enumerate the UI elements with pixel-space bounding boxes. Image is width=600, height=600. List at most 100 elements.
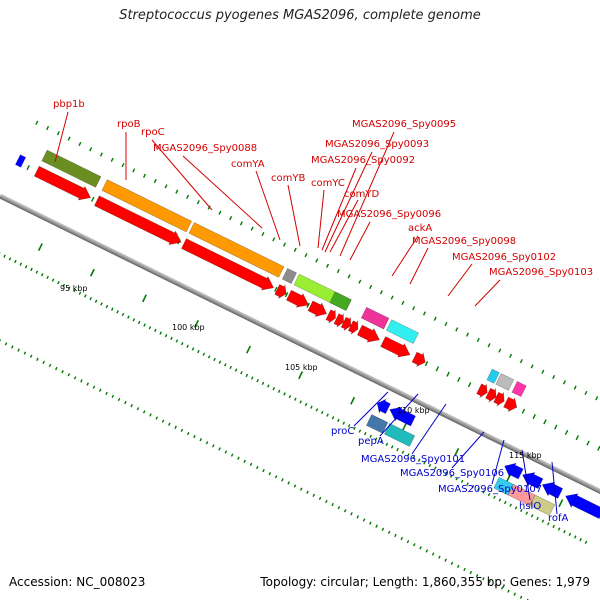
tick-mark <box>315 258 319 263</box>
major-tick <box>558 499 564 508</box>
tick-mark <box>175 339 179 343</box>
tick-mark <box>224 450 228 454</box>
tick-mark <box>250 376 254 380</box>
gene-label-proc[interactable]: proC <box>331 426 354 437</box>
tick-mark <box>487 492 491 497</box>
gene-label-hslo[interactable]: hslO <box>519 501 541 512</box>
tick-mark <box>331 416 335 420</box>
tick-mark <box>343 509 347 513</box>
gene-label-pbp1b[interactable]: pbp1b <box>53 99 85 110</box>
major-tick <box>298 371 304 380</box>
tick-mark <box>500 586 504 590</box>
tick-mark <box>488 580 491 584</box>
tick-mark <box>218 360 222 364</box>
tick-mark <box>23 351 27 355</box>
accession-text: Accession: NC_008023 <box>9 575 146 589</box>
tick-mark <box>89 147 93 152</box>
tick-mark <box>438 555 441 559</box>
cds-forward-spy0088 <box>274 283 287 300</box>
cds-forward-spy0103 <box>503 396 518 413</box>
gene-label-spy0106[interactable]: MGAS2096_Spy0106 <box>400 468 504 479</box>
leader-line-forward <box>474 279 501 307</box>
tick-mark <box>262 468 265 473</box>
gene-label-rofa[interactable]: rofA <box>548 513 569 524</box>
tick-mark <box>337 418 340 423</box>
tick-mark <box>148 326 152 330</box>
tick-mark <box>557 527 561 531</box>
gene-label-pepa[interactable]: pepA <box>358 436 384 447</box>
leader-line-forward <box>324 151 373 253</box>
tick-mark <box>46 125 50 131</box>
cog-box-spy0102 <box>486 368 500 384</box>
tick-mark <box>419 546 422 550</box>
tick-mark <box>584 540 588 544</box>
gene-label-spy0095[interactable]: MGAS2096_Spy0095 <box>352 119 456 130</box>
gene-label-acka[interactable]: ackA <box>408 223 432 234</box>
gene-label-rpoc[interactable]: rpoC <box>141 127 165 138</box>
tick-mark <box>380 439 383 444</box>
tick-mark <box>350 512 353 516</box>
scale-label-115: 115 kbp <box>509 451 542 460</box>
tick-mark <box>312 493 316 497</box>
gene-label-spy0093[interactable]: MGAS2096_Spy0093 <box>325 139 429 150</box>
tick-mark <box>347 274 351 279</box>
leader-line-reverse <box>379 393 419 437</box>
leader-line-forward <box>349 221 371 261</box>
tick-mark <box>482 490 486 494</box>
tick-mark <box>240 371 243 375</box>
gene-label-spy0107[interactable]: MGAS2096_Spy0107 <box>438 484 542 495</box>
tick-mark <box>347 424 351 428</box>
tick-mark <box>413 543 416 547</box>
tick-mark <box>229 215 233 221</box>
gene-label-comyd[interactable]: comYD <box>344 189 379 200</box>
cog-box-pbp1b <box>41 149 102 188</box>
tick-mark <box>530 364 534 369</box>
tick-mark <box>202 352 206 356</box>
gene-label-rpob[interactable]: rpoB <box>117 119 141 130</box>
tick-mark <box>268 472 272 476</box>
cds-forward-spy0098 <box>411 351 426 368</box>
gene-label-spy0088[interactable]: MGAS2096_Spy0088 <box>153 143 257 154</box>
leader-line-forward <box>339 131 395 257</box>
leader-line-forward <box>391 235 419 277</box>
tick-mark <box>89 296 93 301</box>
tick-mark <box>568 532 572 537</box>
gene-label-spy0102[interactable]: MGAS2096_Spy0102 <box>452 252 556 263</box>
tick-mark <box>161 419 165 423</box>
cog-box-spy0095 <box>360 306 390 330</box>
gene-label-comyc[interactable]: comYC <box>311 178 345 189</box>
tick-mark <box>78 141 82 147</box>
tick-mark <box>170 336 173 340</box>
tick-mark <box>250 226 254 231</box>
gene-label-spy0092[interactable]: MGAS2096_Spy0092 <box>311 155 415 166</box>
tick-mark <box>521 408 526 414</box>
gene-label-spy0103[interactable]: MGAS2096_Spy0103 <box>489 267 593 278</box>
tick-mark <box>369 284 373 290</box>
tick-mark <box>552 374 556 380</box>
tick-mark <box>396 447 399 452</box>
tick-mark <box>503 500 507 505</box>
tick-marks <box>0 120 600 600</box>
cog-box-acka <box>385 319 419 345</box>
tick-mark <box>80 379 83 383</box>
map-title: Streptococcus pyogenes MGAS2096, complet… <box>119 8 481 23</box>
tick-mark <box>159 331 163 335</box>
leader-line-forward <box>151 139 213 211</box>
tick-mark <box>498 348 502 353</box>
cds-forward-spy010x-1 <box>485 387 497 403</box>
tick-mark <box>91 196 95 202</box>
tick-mark <box>46 275 49 280</box>
tick-mark <box>476 337 480 343</box>
tick-mark <box>579 538 582 542</box>
gene-label-spy0096[interactable]: MGAS2096_Spy0096 <box>337 209 441 220</box>
gene-label-spy0098[interactable]: MGAS2096_Spy0098 <box>412 236 516 247</box>
tick-mark <box>124 400 127 405</box>
gene-label-comyb[interactable]: comYB <box>271 173 305 184</box>
tick-mark <box>541 519 545 523</box>
tick-mark <box>136 407 140 411</box>
tick-mark <box>14 259 17 264</box>
tick-mark <box>444 471 448 476</box>
gene-label-comya[interactable]: comYA <box>231 159 265 170</box>
tick-mark <box>213 357 216 362</box>
gene-label-spy0101[interactable]: MGAS2096_Spy0101 <box>361 454 465 465</box>
